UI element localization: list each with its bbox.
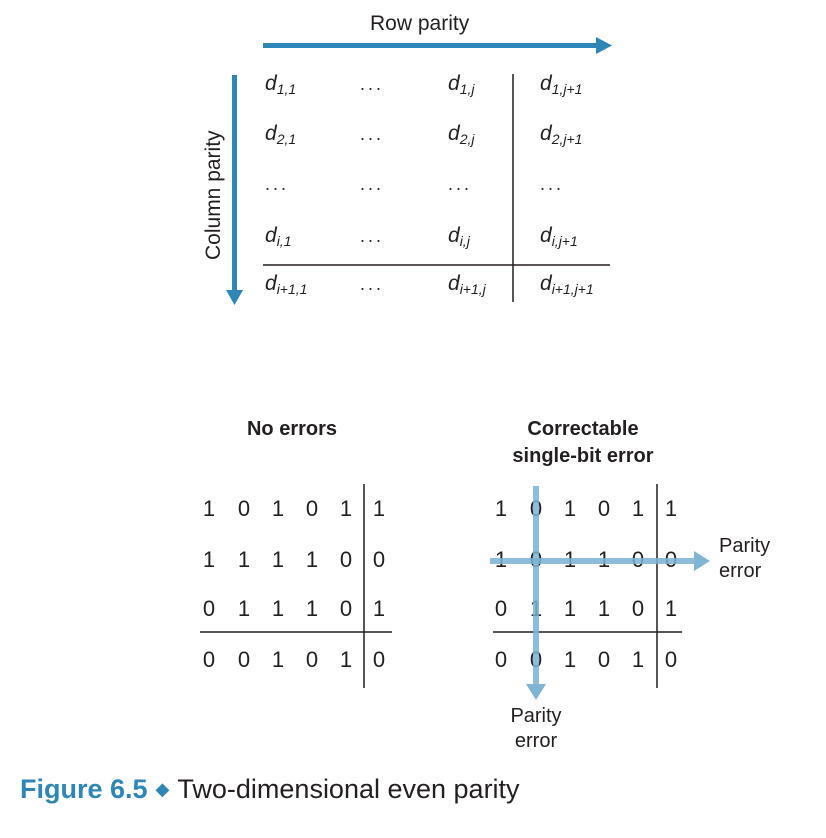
column-error-arrow xyxy=(526,486,546,700)
ellipsis-cell: ... xyxy=(265,174,290,194)
no-errors-bit: 1 xyxy=(271,596,285,621)
single-bit-error-bit: 0 xyxy=(597,647,611,672)
single-bit-error-bit: 0 xyxy=(494,596,508,621)
single-bit-error-bit: 0 xyxy=(631,596,645,621)
single-bit-error-title: Correctable single-bit error xyxy=(480,416,686,470)
matrix-cell: d2,j xyxy=(448,122,475,147)
column-parity-arrow xyxy=(226,75,243,305)
matrix-cell: di,j xyxy=(448,224,470,249)
no-errors-title: No errors xyxy=(246,418,338,440)
matrix-cell: di+1,j xyxy=(448,272,486,297)
single-bit-error-bit: 1 xyxy=(563,596,577,621)
single-bit-error-bit: 1 xyxy=(597,596,611,621)
single-bit-error-bit: 0 xyxy=(494,647,508,672)
row-error-arrow xyxy=(490,551,710,571)
no-errors-bit: 1 xyxy=(339,496,353,521)
matrix-cell: di+1,1 xyxy=(265,272,308,297)
no-errors-bit: 0 xyxy=(339,596,353,621)
no-errors-bit: 1 xyxy=(339,647,353,672)
ellipsis-cell: ... xyxy=(360,174,385,194)
no-errors-bit: 0 xyxy=(202,596,216,621)
single-bit-error-bit: 1 xyxy=(631,496,645,521)
no-errors-bit: 1 xyxy=(305,547,319,572)
matrix-cell: di,1 xyxy=(265,224,292,249)
no-errors-bit: 0 xyxy=(305,496,319,521)
ellipsis-cell: ... xyxy=(448,174,473,194)
no-errors-bit: 1 xyxy=(305,596,319,621)
no-errors-bit: 0 xyxy=(339,547,353,572)
no-errors-bit: 1 xyxy=(237,596,251,621)
figure-number: Figure 6.5 xyxy=(20,774,148,804)
row-parity-error-label: Parity error xyxy=(719,534,770,584)
column-parity-error-label-line1: Parity xyxy=(510,705,562,727)
ellipsis-cell: ... xyxy=(360,74,385,94)
matrix-cell: di,j+1 xyxy=(540,224,578,249)
matrix-cell: di+1,j+1 xyxy=(540,272,594,297)
matrix-cell: d1,j+1 xyxy=(540,72,583,97)
ellipsis-cell: ... xyxy=(360,274,385,294)
no-errors-bit: 1 xyxy=(271,647,285,672)
no-errors-bit: 0 xyxy=(202,647,216,672)
no-errors-bit: 1 xyxy=(202,496,216,521)
ellipsis-cell: ... xyxy=(360,124,385,144)
matrix-cell: d1,1 xyxy=(265,72,297,97)
no-errors-bit: 1 xyxy=(237,547,251,572)
single-bit-error-bit: 1 xyxy=(563,647,577,672)
single-bit-error-bit: 0 xyxy=(597,496,611,521)
figure-title: Two-dimensional even parity xyxy=(177,774,520,804)
no-errors-bit: 1 xyxy=(372,596,386,621)
single-bit-error-title-line2: single-bit error xyxy=(512,445,654,467)
single-bit-error-bit: 0 xyxy=(664,647,678,672)
no-errors-bit: 1 xyxy=(202,547,216,572)
matrix-cell: d2,j+1 xyxy=(540,122,583,147)
single-bit-error-bit: 1 xyxy=(664,496,678,521)
column-parity-error-label-line2: error xyxy=(514,730,558,752)
no-errors-bit: 0 xyxy=(305,647,319,672)
row-parity-error-label-line1: Parity xyxy=(719,535,771,557)
single-bit-error-bit: 1 xyxy=(494,496,508,521)
no-errors-bit: 0 xyxy=(237,647,251,672)
single-bit-error-title-line1: Correctable xyxy=(527,418,639,440)
column-parity-error-label: Parity error xyxy=(506,704,566,754)
matrix-cell: d2,1 xyxy=(265,122,297,147)
diamond-icon: ◆ xyxy=(155,779,170,799)
no-errors-bit: 0 xyxy=(237,496,251,521)
no-errors-bit: 1 xyxy=(271,547,285,572)
matrix-cell: d1,j xyxy=(448,72,475,97)
ellipsis-cell: ... xyxy=(540,174,565,194)
figure-caption: Figure 6.5 ◆ Two-dimensional even parity xyxy=(20,774,520,805)
single-bit-error-bit: 1 xyxy=(631,647,645,672)
single-bit-error-bit: 1 xyxy=(664,596,678,621)
no-errors-bit: 1 xyxy=(271,496,285,521)
no-errors-bit: 1 xyxy=(372,496,386,521)
single-bit-error-bit: 1 xyxy=(563,496,577,521)
row-parity-arrow xyxy=(263,37,612,54)
no-errors-bit: 0 xyxy=(372,547,386,572)
ellipsis-cell: ... xyxy=(360,226,385,246)
no-errors-bit: 0 xyxy=(372,647,386,672)
row-parity-error-label-line2: error xyxy=(719,560,762,582)
row-parity-label: Row parity xyxy=(370,12,470,35)
